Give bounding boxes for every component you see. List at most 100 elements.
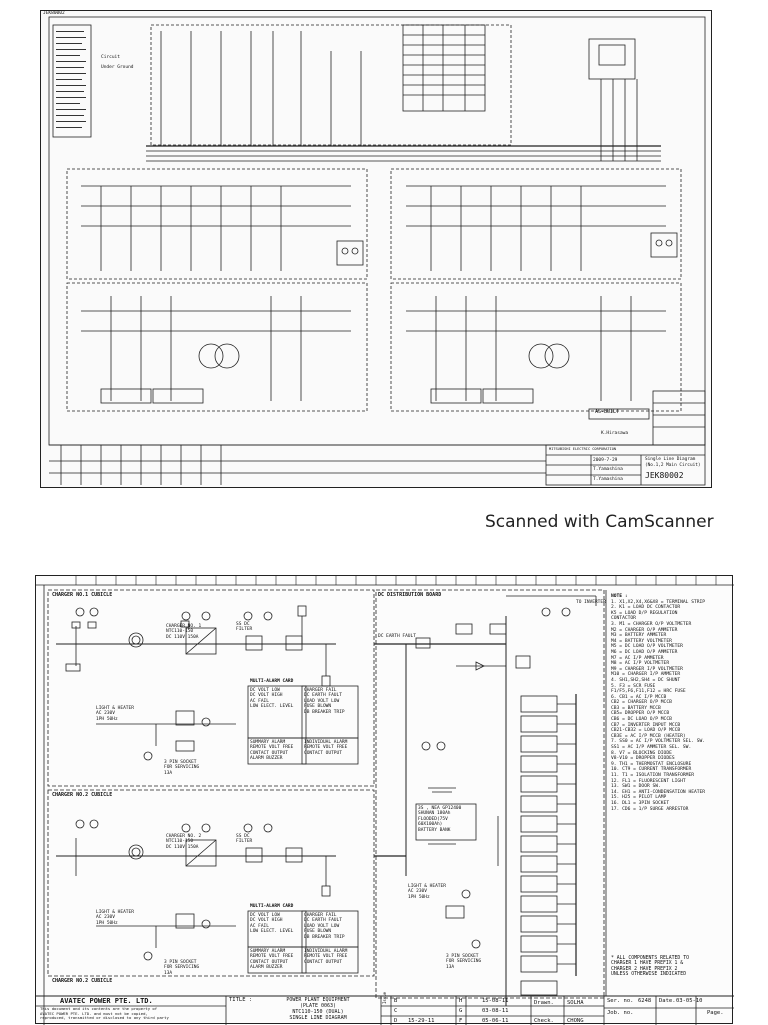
notes-panel: NOTE : 1. X1,X2,X4,X6&X8 = TERMINAL STRI… (611, 594, 723, 812)
drawing-title: POWER PLANT EQUIPMENT(PLATE 0063)NTC110-… (286, 997, 350, 1021)
rev-b: B (394, 998, 398, 1004)
sheet2-schematic (36, 576, 734, 1025)
charger2-cubicle-footer-title: CHARGER NO.2 CUBICLE (52, 978, 113, 984)
note-line: 5. F3 = SCR FUSE (611, 683, 656, 689)
rev-d: D (394, 1018, 398, 1024)
rev-f: F (459, 1018, 463, 1024)
sheet1-title-line1: Single Line Diagram (645, 457, 696, 462)
note-line: 4. SH1,SH2,SH4 = DC SHUNT (611, 677, 681, 683)
rev-f-date: 05-06-11 (482, 1018, 509, 1024)
serial-number: 6248 (638, 998, 652, 1004)
check-label: Check. (534, 1018, 554, 1024)
drawing-sheet-1: JEK80002 Circuit Under Ground AS-BUILT M… (40, 10, 712, 488)
note-line: 8. V7 = BLOCKING DIODE (611, 750, 672, 756)
note-line: CB21-CB32 = LOAD O/P MCCB (611, 728, 681, 734)
note-line: 7. SS0 = AC I/P VOLTMETER SEL. SW. (611, 739, 706, 745)
note-line: CB5= DROPPER O/P MCCB (611, 711, 670, 717)
legend-label: Circuit (101, 55, 120, 60)
note-line: 15. H25 = PILOT LAMP (611, 795, 667, 801)
charger1-cubicle-title: CHARGER NO.1 CUBICLE (52, 592, 113, 598)
note-line: M8 = AC I/P VOLTMETER (611, 661, 670, 667)
dc-distribution-title: DC DISTRIBUTION BOARD (378, 592, 442, 598)
note-line: M10 = CHARGER I/P AMMETER (611, 672, 681, 678)
note-line: V8-V10 = DROPPER DIODES (611, 756, 675, 762)
note-line: SS1 = AC I/P AMMETER SEL. SW. (611, 745, 692, 751)
note-line: 17. CD6 = 1/P SURGE ARRESTOR (611, 806, 689, 812)
drawn-label: Drawn. (534, 1000, 554, 1006)
note-line: 13. SW1 = DOOR SW. (611, 784, 661, 790)
note-line: 1. X1,X2,X4,X6&X8 = TERMINAL STRIP (611, 599, 706, 605)
date-label: Date. (659, 998, 676, 1004)
rev-g-date: 03-08-11 (482, 1008, 509, 1014)
note-line: CB3 = BATTERY MCCB (611, 705, 661, 711)
note-line: CONTACTOR (611, 616, 636, 622)
note-line: M9 = CHARGER I/P VOLTMETER (611, 666, 683, 672)
note-line: CB3E = AC I/P MCCB (HEATER) (611, 733, 686, 739)
notes-title: NOTE : (611, 594, 628, 599)
sheet1-schematic (48, 16, 706, 486)
sheet1-corner-tag: JEK80002 (43, 11, 65, 16)
as-built-stamp: AS-BUILT (595, 409, 620, 415)
legend-sub-label: Under Ground (101, 65, 134, 70)
alarm-card-2-title: MULTI-ALARM CARD (250, 904, 294, 909)
note-line: K5 = LOAD D/P REGULATION (611, 610, 678, 616)
rev-h-date: 15-08-11 (482, 998, 509, 1004)
note-line: 6. CB1 = AC I/P MCCB (611, 694, 667, 700)
rev-c: C (394, 1008, 398, 1014)
rev-g: G (459, 1008, 463, 1014)
note-line: M3 = BATTERY AMMETER (611, 633, 667, 639)
serial-label: Ser. no. (607, 998, 634, 1004)
note-line: M4 = BATTERY VOLTMETER (611, 638, 672, 644)
rev-h: H (459, 998, 463, 1004)
note-line: 10. CT9 = CURRENT TRANSFORMER (611, 767, 692, 773)
to-inverter-label: TO INVERTER (576, 600, 606, 605)
disclaimer-text: This document and its contents are the p… (40, 1006, 169, 1021)
issue-label: Issue (382, 991, 387, 1004)
note-line: CB7 = INVERTER INPUT MCCB (611, 722, 681, 728)
drawn-by: SOLHA (567, 1000, 584, 1006)
note-line: 3. M1 = CHARGER O/P VOLTMETER (611, 621, 692, 627)
camscanner-label: Scanned with CamScanner (485, 512, 714, 532)
note-line: F1/F5,F6,F11,F12 = HRC FUSE (611, 689, 686, 695)
sheet1-drawing-number: JEK80002 (645, 471, 684, 480)
note-line: M5 = DC LOAD O/P VOLTMETER (611, 644, 683, 650)
sheet1-title-line2: (No.1,2 Main Circuit) (645, 463, 701, 468)
sheet1-signature-1: T.Yamashina (593, 467, 623, 472)
note-line: 9. TH1 = THERMOSTAT ENCLOSURE (611, 761, 692, 767)
note-line: M6 = DC LOAD O/P AMMETER (611, 649, 678, 655)
note-line: CB2 = CHARGER O/P MCCB (611, 700, 672, 706)
note-line: M7 = AC I/P AMMETER (611, 655, 664, 661)
note-line: CB6 = DC LOAD O/P MCCB (611, 717, 672, 723)
checked-by: CHONG (567, 1018, 584, 1024)
job-label: Job. no. (607, 1010, 634, 1016)
charger2-cubicle-title: CHARGER NO.2 CUBICLE (52, 792, 113, 798)
page-label: Page. (707, 1010, 724, 1016)
sheet1-approver: K.Hirasawa (601, 431, 629, 436)
note-line: 2. K1 = LOAD DC CONTACTOR (611, 605, 681, 611)
note-line: 16. DL1 = 3PIN SOCKET (611, 800, 670, 806)
rev-d-date: 15-29-11 (408, 1018, 435, 1024)
note-line: 12. FL1 = FLUORESCENT LIGHT (611, 778, 686, 784)
alarm-card-1-title: MULTI-ALARM CARD (250, 679, 294, 684)
company-name: AVATEC POWER PTE. LTD. (60, 997, 153, 1005)
sheet1-signature-3: T.Yamashina (593, 477, 623, 482)
title-label: TITLE : (229, 997, 253, 1003)
drawing-sheet-2: CHARGER NO.1 CUBICLE CHARGER NO.2 CUBICL… (35, 575, 734, 1025)
note-line: 11. T1 = ISOLATION TRANSFORMER (611, 773, 694, 778)
note-line: M2 = CHARGER O/P AMMETER (611, 627, 678, 633)
